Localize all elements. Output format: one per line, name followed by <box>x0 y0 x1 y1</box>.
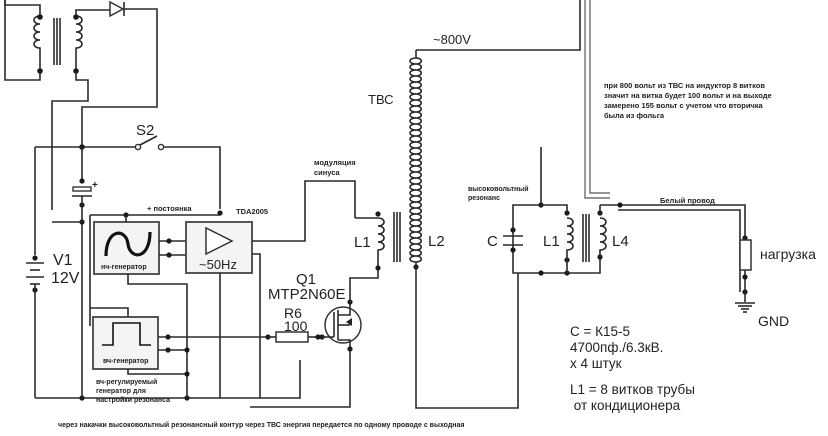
mosfet-q1 <box>322 299 362 352</box>
label-12v: 12V <box>51 270 80 287</box>
note-spec-1: C = К15-5 <box>570 324 630 339</box>
note-spec-2: 4700пф./6.3кВ. <box>570 340 663 355</box>
label-hv-resonance-2: резонанс <box>468 195 500 202</box>
label-hf-note-1: вч-регулируемый <box>96 378 157 386</box>
label-l4: L4 <box>612 233 629 250</box>
label-50hz: ~50Hz <box>199 257 237 272</box>
label-r6-value: 100 <box>284 318 308 334</box>
label-cap-plus: + <box>92 180 98 191</box>
inductor-tbc-l2 <box>409 0 581 409</box>
label-hf-note-2: генератор для <box>96 388 146 395</box>
label-load: нагрузка <box>760 246 816 262</box>
tbc-coil-loops <box>415 57 423 263</box>
label-modulation-1: модуляция <box>314 158 356 167</box>
label-hf-note-3: настройки резонанса <box>96 396 170 404</box>
label-tda2005: TDA2005 <box>236 207 268 216</box>
label-r6: R6 <box>284 305 302 321</box>
label-l1-primary: L1 <box>354 234 371 251</box>
label-c: C <box>487 233 498 250</box>
label-dc-plus: + постоянка <box>147 204 192 213</box>
label-s2: S2 <box>136 122 154 139</box>
label-gnd: GND <box>758 313 789 329</box>
note-top-right-4: была из фольга <box>604 111 665 120</box>
note-top-right-2: значит на витка будет 100 вольт и на вых… <box>604 91 772 100</box>
note-l1-spec-1: L1 = 8 витков трубы <box>570 382 695 397</box>
amplifier-tda2005 <box>185 221 253 274</box>
white-wire <box>584 0 746 292</box>
note-spec-3: х 4 штук <box>570 356 622 371</box>
label-q1-part: MTP2N60E <box>268 286 346 303</box>
label-q1: Q1 <box>296 271 316 288</box>
label-hf-generator: вч-генератор <box>103 358 148 365</box>
label-lf-generator: нч-генератор <box>101 264 147 271</box>
label-modulation-2: синуса <box>314 168 341 177</box>
label-800v: ~800V <box>433 32 471 47</box>
hf-generator <box>92 316 159 370</box>
ground-symbol <box>735 292 755 313</box>
resonant-tank <box>503 147 623 276</box>
rectifier-diode <box>81 0 158 147</box>
switch-s2 <box>134 135 165 151</box>
label-white-wire: Белый провод <box>660 196 715 205</box>
mains-transformer <box>4 0 110 210</box>
note-top-right-1: при 800 вольт из ТВС на индуктор 8 витко… <box>604 81 765 90</box>
battery-v1 <box>26 255 44 398</box>
label-l2: L2 <box>428 233 445 250</box>
note-top-right-3: замерено 155 вольт с учетом что вторичка <box>604 101 764 110</box>
label-l1-resonant: L1 <box>543 233 560 250</box>
load-resistor <box>739 235 752 295</box>
resistor-r6 <box>265 331 325 343</box>
electrolytic-capacitor <box>52 147 92 322</box>
note-bottom: через накачки высоковольтный резонансный… <box>58 421 465 429</box>
inductor-l1-primary <box>355 211 401 271</box>
label-v1: V1 <box>53 252 73 269</box>
label-hv-resonance-1: высоковольтный <box>468 185 529 193</box>
label-tbc: ТВС <box>368 92 394 107</box>
note-l1-spec-2: от кондиционера <box>570 398 681 413</box>
